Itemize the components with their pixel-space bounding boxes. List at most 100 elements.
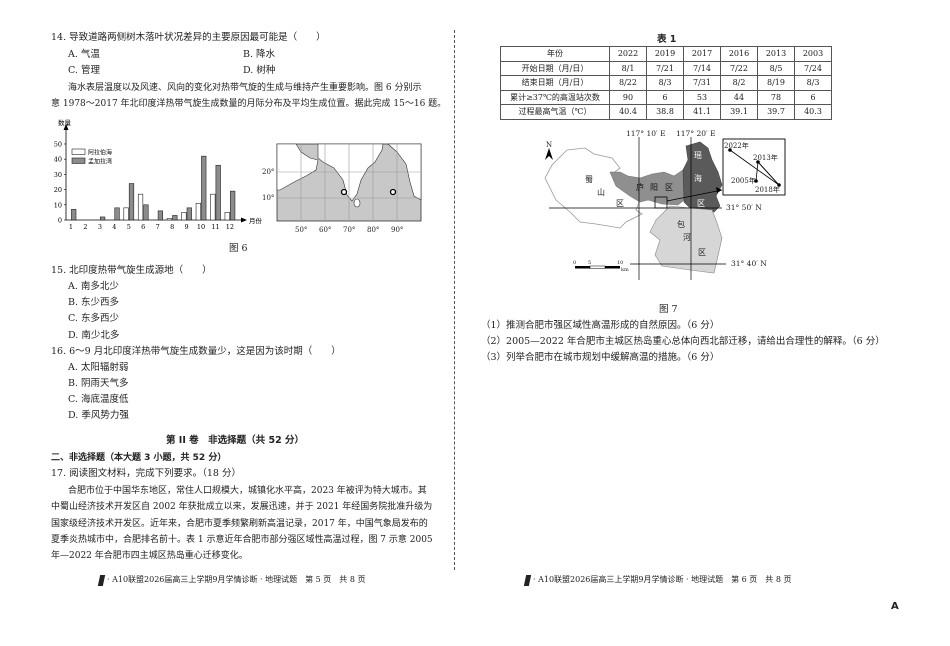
section-subtitle: 二、非选择题（本大题 3 小题，共 52 分） <box>51 453 227 463</box>
bar-bay-of-bengal-5 <box>128 183 135 221</box>
bar-bay-of-bengal-9 <box>186 207 192 221</box>
baohe-district <box>649 205 723 274</box>
table-cell: 41.1 <box>683 104 721 120</box>
footer-left-text: · A10联盟2026届高三上学期9月学情诊断 · 地理试题 第 5 页 共 8… <box>107 575 366 584</box>
q15-option-c: C. 东多西少 <box>68 313 119 324</box>
bar-arabian-sea-12 <box>224 212 230 221</box>
lon-label-70: 70° <box>343 226 356 234</box>
scale-label-km: km <box>621 267 629 273</box>
bar-bay-of-bengal-4 <box>114 207 120 221</box>
version-letter: A <box>891 601 899 612</box>
lat-label-31-40: 31° 40′ N <box>731 259 767 268</box>
intro-line-1: 海水表层温度以及风速、风向的变化对热带气旋的生成与维持产生重要影响。图 6 分别… <box>68 83 422 93</box>
legend-label: 孟加拉湾 <box>88 158 112 166</box>
x-axis-arrow-icon <box>241 217 247 223</box>
y-axis-arrow-icon <box>63 124 69 130</box>
shushan-label-2: 山 <box>597 188 605 197</box>
lat-label-10: 10° <box>262 194 275 202</box>
shushan-label-3: 区 <box>616 199 624 208</box>
bar-bay-of-bengal-12 <box>230 190 236 221</box>
bar-arabian-sea-11 <box>210 193 216 221</box>
q15-option-b: B. 东少西多 <box>68 297 120 308</box>
q17-para-1: 合肥市位于中国华东地区，常住人口规模大，城镇化水平高，2023 年被评为特大城市… <box>68 486 427 496</box>
x-tick-label: 12 <box>226 223 234 231</box>
section-title: 第 II 卷 非选择题（共 52 分） <box>166 435 305 446</box>
column-divider <box>454 30 455 570</box>
bar-bay-of-bengal-1 <box>71 209 77 221</box>
footer-left: · A10联盟2026届高三上学期9月学情诊断 · 地理试题 第 5 页 共 8… <box>97 574 366 586</box>
x-tick-label: 2 <box>83 223 87 231</box>
figure7-caption: 图 7 <box>659 304 678 315</box>
lon-label-117-10: 117° 10′ E <box>626 129 666 138</box>
yaohai-label-3: 区 <box>697 199 705 208</box>
q17-sub-3: （3）列举合肥市在城市规划中缓解高温的措施。（6 分） <box>481 352 720 363</box>
yaohai-label-1: 瑶 <box>694 151 702 160</box>
q17-para-4: 夏季炎热城市中，合肥排名前十。表 1 示意近年合肥市部分强区域性高温过程，图 7… <box>51 535 433 545</box>
y-tick-label: 10 <box>54 201 62 209</box>
table-cell: 过程最高气温（℃） <box>500 104 610 120</box>
bar-bay-of-bengal-7 <box>157 210 164 221</box>
footer-right: · A10联盟2026届高三上学期9月学情诊断 · 地理试题 第 6 页 共 8… <box>523 574 791 586</box>
lat-label-20: 20° <box>262 168 275 176</box>
y-tick-label: 40 <box>54 156 62 164</box>
north-arrow-icon <box>545 148 553 160</box>
lon-label-60: 60° <box>319 226 332 234</box>
x-tick-label: 10 <box>197 223 205 231</box>
q14-option-a: A. 气温 <box>68 49 100 60</box>
q15-option-d: D. 南少北多 <box>68 330 120 341</box>
q17-para-3: 国家级经济技术开发区。近年来，合肥市夏季频繁刷新高温记录，2017 年，中国气象… <box>51 519 428 529</box>
q17-stem: 17. 阅读图文材料，完成下列要求。（18 分） <box>51 468 241 479</box>
bar-bay-of-bengal-11 <box>215 164 221 221</box>
legend-swatch <box>71 148 86 155</box>
x-tick-label: 3 <box>98 223 102 231</box>
q16-option-a: A. 太阳辐射弱 <box>68 362 129 373</box>
q17-para-2: 中蜀山经济技术开发区自 2002 年获批成立以来，发展迅速，并于 2021 年经… <box>51 502 433 512</box>
inset-year-2013: 2013年 <box>753 154 778 162</box>
scale-label-5: 5 <box>588 260 592 266</box>
heat-island-track <box>729 149 780 186</box>
bar-bay-of-bengal-8 <box>172 215 178 221</box>
legend-label: 阿拉伯海 <box>88 149 112 157</box>
q15-stem: 15. 北印度热带气旋生成源地（ ） <box>51 265 212 276</box>
legend-swatch <box>71 157 86 164</box>
q16-option-d: D. 季风势力强 <box>68 410 129 421</box>
x-tick-label: 11 <box>211 223 219 231</box>
q14-option-b: B. 降水 <box>243 49 276 60</box>
bar-bay-of-bengal-6 <box>143 204 149 221</box>
q16-option-c: C. 海底温度低 <box>68 394 129 405</box>
table1-title: 表 1 <box>657 34 677 45</box>
yaohai-district <box>682 141 723 213</box>
lon-label-50: 50° <box>295 226 308 234</box>
figure6-indian-ocean-map <box>276 143 422 222</box>
bar-arabian-sea-9 <box>181 212 187 221</box>
x-axis-label: 月份 <box>249 216 263 225</box>
x-tick-label: 9 <box>185 223 189 231</box>
lon-label-117-20: 117° 20′ E <box>676 129 716 138</box>
q14-option-d: D. 树种 <box>243 65 276 76</box>
q17-sub-1: （1）推测合肥市强区域性高温形成的自然原因。（6 分） <box>481 320 720 331</box>
x-tick-label: 5 <box>127 223 131 231</box>
q17-para-5: 年—2022 年合肥市四主城区热岛重心迁移变化。 <box>51 551 248 561</box>
y-tick-label: 0 <box>58 217 62 225</box>
luyang-label-1: 庐 <box>636 183 644 192</box>
x-tick-label: 6 <box>141 223 145 231</box>
q16-stem: 16. 6～9 月北印度洋热带气旋生成数量少，这是因为该时期（ ） <box>51 346 341 357</box>
table-cell: 38.8 <box>646 104 684 120</box>
lon-label-80: 80° <box>367 226 380 234</box>
x-tick-label: 1 <box>69 223 73 231</box>
luyang-label-3: 区 <box>665 183 673 192</box>
y-tick-label: 50 <box>54 141 62 149</box>
yaohai-label-2: 海 <box>694 174 702 183</box>
scale-label-10: 10 <box>617 260 624 266</box>
publisher-logo-icon <box>97 574 106 586</box>
x-tick-label: 8 <box>170 223 174 231</box>
bar-bay-of-bengal-3 <box>100 216 106 221</box>
scale-bar <box>575 265 620 269</box>
luyang-label-2: 阳 <box>650 183 658 192</box>
bar-arabian-sea-8 <box>166 218 173 221</box>
q14-option-c: C. 管理 <box>68 65 100 76</box>
x-tick-label: 7 <box>156 223 160 231</box>
